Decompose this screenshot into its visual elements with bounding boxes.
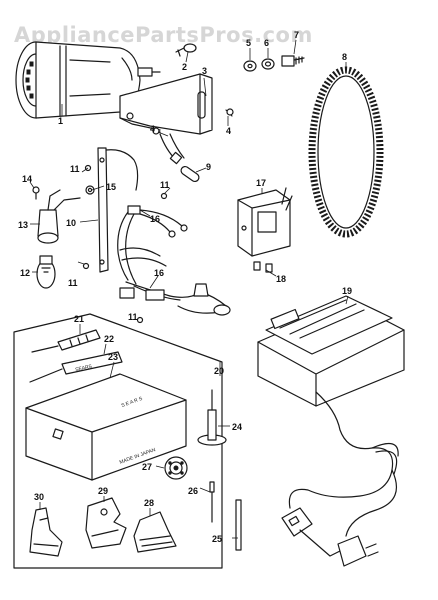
callout-16-a: 16	[150, 214, 160, 224]
watermark-text: AppliancePartsPros.com	[14, 23, 313, 47]
motor	[15, 41, 161, 119]
callout-11-c: 11	[68, 278, 78, 288]
callout-11-b: 11	[160, 180, 170, 190]
callout-4-second: 4	[150, 124, 155, 134]
callout-27: 27	[142, 462, 152, 472]
presser-foot-29	[85, 497, 127, 549]
callout-13: 13	[18, 220, 28, 230]
leader-lines	[29, 39, 349, 539]
light-bracket	[97, 147, 139, 273]
needle-26	[209, 481, 215, 523]
screwdriver-21	[31, 329, 101, 353]
svg-text:SEARS: SEARS	[75, 364, 93, 374]
callout-6: 6	[264, 38, 269, 48]
grommet-15	[85, 185, 95, 195]
callout-18: 18	[276, 274, 286, 284]
callout-4: 4	[226, 126, 231, 136]
callout-24: 24	[232, 422, 242, 432]
power-cord-plugs	[281, 507, 379, 567]
spool-stand	[197, 389, 227, 446]
callout-28: 28	[144, 498, 154, 508]
callout-25: 25	[212, 534, 222, 544]
presser-foot-30	[29, 507, 63, 557]
callout-30: 30	[34, 492, 44, 502]
callout-16-b: 16	[154, 268, 164, 278]
callout-20: 20	[214, 366, 224, 376]
bobbin-27	[164, 456, 188, 480]
callout-14: 14	[22, 174, 32, 184]
lamp-socket	[37, 189, 81, 244]
callout-26: 26	[188, 486, 198, 496]
callout-11-a: 11	[70, 164, 80, 174]
screw-4	[151, 108, 234, 135]
callout-12: 12	[20, 268, 30, 278]
callout-22: 22	[104, 334, 114, 344]
wire-cap	[159, 133, 200, 183]
screw-7	[281, 55, 305, 67]
screwdriver-22: SEARS	[29, 351, 123, 383]
callout-23: 23	[108, 352, 118, 362]
callout-labels: 1 2 3 4 4 5 6 7 8 9 10 11 11 11 11 12 13…	[18, 30, 352, 544]
screw-18	[253, 261, 273, 273]
wiring-harness	[117, 205, 231, 316]
switch-block	[237, 187, 293, 257]
callout-1: 1	[58, 116, 63, 126]
drive-belt	[308, 66, 384, 238]
accessory-kit-frame	[13, 313, 223, 569]
callout-19: 19	[342, 286, 352, 296]
washer-5	[243, 60, 257, 72]
screw-2	[175, 43, 197, 57]
foot-control	[257, 295, 405, 537]
callout-15: 15	[106, 182, 116, 192]
motor-bracket	[119, 73, 213, 135]
callout-9: 9	[206, 162, 211, 172]
callout-21: 21	[74, 314, 84, 324]
nut-6	[261, 58, 275, 70]
screw-14	[32, 186, 40, 200]
callout-17: 17	[256, 178, 266, 188]
screw-11	[82, 164, 168, 324]
kit-box: S E A R S MADE IN JAPAN	[25, 373, 187, 481]
presser-foot-28	[133, 511, 177, 553]
callout-5: 5	[246, 38, 251, 48]
callout-2: 2	[182, 62, 187, 72]
callout-8: 8	[342, 52, 347, 62]
callout-11-d: 11	[128, 312, 138, 322]
rod-25	[235, 499, 242, 551]
light-bulb	[36, 255, 56, 289]
callout-10: 10	[66, 218, 76, 228]
callout-3: 3	[202, 66, 207, 76]
callout-7: 7	[294, 30, 299, 40]
callout-29: 29	[98, 486, 108, 496]
